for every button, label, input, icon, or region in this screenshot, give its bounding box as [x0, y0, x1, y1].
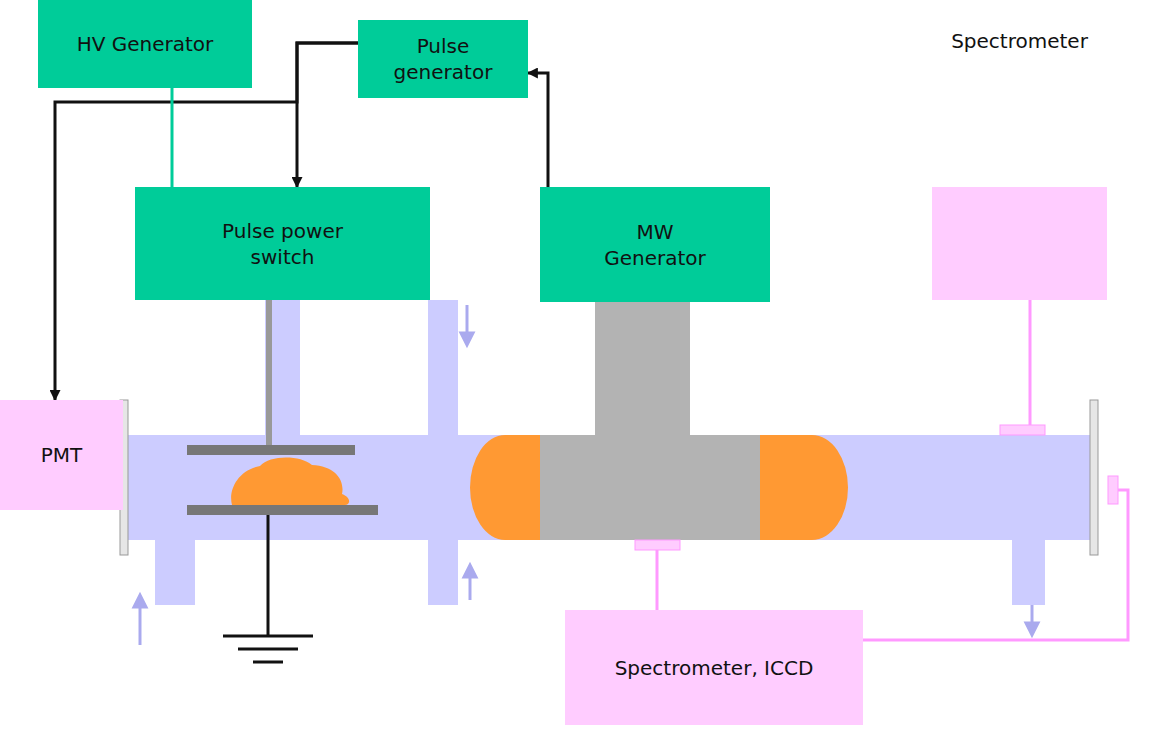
arrow-head — [464, 565, 476, 577]
signal-wire — [171, 88, 174, 187]
microwave-plasma — [470, 435, 540, 540]
waveguide-cavity — [540, 435, 760, 540]
discharge-tube — [125, 435, 1092, 540]
signal-wire — [297, 43, 358, 187]
spectrometer-box: Spectrometer — [932, 28, 1107, 300]
node-label: Spectrometer — [951, 28, 1088, 54]
flow-arrow — [139, 605, 142, 645]
optical-port — [1108, 476, 1118, 504]
ground-bar — [223, 635, 313, 638]
arrow-head — [1026, 623, 1038, 635]
node-label: Spectrometer, ICCD — [615, 655, 814, 681]
switch-box: Pulse power switch — [135, 187, 430, 300]
node-label: MW Generator — [590, 219, 720, 271]
flow-arrow — [469, 575, 472, 600]
flow-arrow — [466, 305, 469, 335]
ground-symbol — [223, 515, 313, 662]
detector-box: Spectrometer, ICCD — [565, 610, 863, 725]
optical-fiber — [863, 490, 1128, 640]
gas-pipe — [428, 540, 458, 605]
electrode-rod — [266, 300, 272, 445]
signal-wire — [528, 73, 548, 187]
gas-pipe — [428, 300, 458, 435]
node-label: HV Generator — [77, 31, 214, 57]
optical-port — [635, 540, 680, 550]
ground-bar — [238, 648, 298, 651]
electrode-top — [187, 445, 355, 455]
optical-links — [635, 300, 1128, 640]
node-label: PMT — [41, 442, 83, 468]
generator-box: Pulse generator — [358, 20, 528, 98]
spectrometer-body — [932, 187, 1107, 300]
generator-box: HV Generator — [38, 0, 252, 88]
optical-fiber — [656, 550, 659, 610]
optical-fiber — [1029, 300, 1032, 426]
waveguide — [595, 302, 690, 435]
ground-wire — [267, 515, 270, 636]
node-label: Pulse generator — [373, 33, 513, 85]
optical-port — [1000, 425, 1045, 435]
ground-bar — [253, 661, 283, 664]
detector-box: PMT — [0, 400, 123, 510]
arrow-head — [134, 595, 146, 607]
window-right — [1090, 400, 1098, 555]
electrode-bottom — [187, 505, 378, 515]
gas-tube — [125, 300, 1092, 605]
arrow-head — [461, 333, 473, 345]
pulsed-discharge — [231, 458, 349, 505]
gas-outlet-pipe — [1012, 540, 1045, 605]
generator-box: MW Generator — [540, 187, 770, 302]
gas-inlet-pipe — [155, 540, 195, 605]
microwave-plasma — [760, 435, 848, 540]
node-label: Pulse power switch — [203, 218, 363, 270]
